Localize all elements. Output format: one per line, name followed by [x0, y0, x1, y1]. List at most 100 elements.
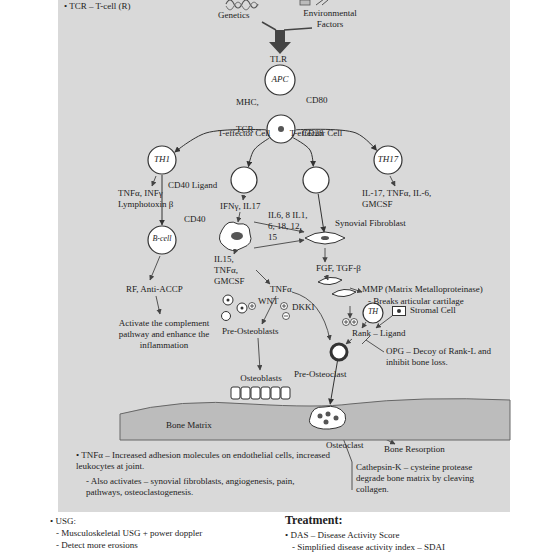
- annotation-text: Rank – Ligand: [352, 328, 406, 339]
- dna-symbol: [226, 2, 258, 10]
- node-outline: [302, 166, 330, 194]
- annotation-text: TNFα: [270, 284, 292, 295]
- node-label: Synovial Fibroblast: [335, 218, 406, 228]
- leader-arrow: [152, 176, 156, 186]
- connector-arrow: [330, 361, 337, 404]
- node-outline: [308, 404, 348, 430]
- plus-sign: [249, 303, 256, 310]
- annotation-text: Treatment:: [285, 513, 343, 527]
- leader-arrow: [350, 306, 351, 318]
- node-label: Osteoblasts: [230, 373, 292, 383]
- node-label: B-cell: [147, 234, 177, 243]
- annotation-text: • TCR – T-cell (R): [64, 1, 131, 12]
- leader-arrow: [350, 288, 362, 292]
- node-label: Pre-Osteoclast: [294, 369, 346, 379]
- node-label: TH1: [147, 154, 177, 164]
- environment-icon: [316, 0, 328, 5]
- osteoblast-cells: Osteoblasts: [230, 386, 292, 400]
- bone-band: [120, 399, 510, 440]
- leader-arrow: [243, 195, 244, 200]
- node-label: APC: [264, 74, 296, 84]
- leader-arrow: [238, 212, 240, 222]
- leader-arrow: [150, 256, 160, 280]
- leader-arrow: [362, 322, 366, 328]
- connector-arrow: [175, 129, 266, 152]
- th17-cell: TH17: [373, 145, 403, 175]
- cell-nucleus: [278, 126, 284, 132]
- leader-arrow: [390, 176, 395, 186]
- thick-arrow: [269, 30, 291, 54]
- t-effector-cell: T-effector Cell: [302, 166, 330, 194]
- osteoclast-nucleus: [324, 420, 329, 425]
- b-cell: B-cell: [147, 225, 177, 255]
- annotation-text: IL-17, TNFα, IL-6, GMCSF: [362, 188, 436, 210]
- t-effector-cell: T-effector Cell: [230, 166, 258, 194]
- osteoblast-cell: [241, 387, 250, 399]
- node-label: TH17: [373, 154, 403, 164]
- leader-arrow: [156, 296, 160, 314]
- connector-arrow: [293, 138, 313, 166]
- node-label: TH: [362, 307, 384, 316]
- macrophage-cell: [219, 222, 251, 251]
- cell-outline: [374, 146, 402, 174]
- connector-arrow: [248, 138, 269, 167]
- leader-arrow: [326, 275, 328, 280]
- fibroblast-cell: [318, 277, 342, 284]
- node-outline: [230, 386, 292, 400]
- node-label: Bone Matrix: [166, 420, 212, 430]
- annotation-text: - Detect more erosions: [56, 540, 138, 551]
- annotation-text: Cathepsin-K – cysteine protease degrade …: [356, 462, 490, 494]
- connector-arrow: [318, 194, 324, 232]
- leader-arrow: [258, 338, 260, 370]
- annotation-text: Genetics: [218, 10, 250, 21]
- stromal-outline: [393, 307, 406, 316]
- annotation-text: - Simplified disease activity index – SD…: [292, 542, 445, 553]
- plus-sign: [351, 319, 358, 326]
- plus-sign: [343, 319, 350, 326]
- cell-outline: [231, 167, 257, 193]
- annotation-text: WNT: [258, 296, 279, 307]
- annotation-text: - Breaks articular cartilage: [368, 296, 464, 307]
- stromal-cell: Stromal Cell: [392, 306, 406, 316]
- annotation-text: • USG:: [50, 516, 76, 527]
- cell-outline: [303, 167, 329, 193]
- plus-sign: [352, 320, 356, 324]
- edge-label: CD40 Ligand: [168, 180, 217, 191]
- annotation-text: CD40: [184, 214, 206, 225]
- osteoclast-nucleus: [334, 416, 339, 421]
- annotation-text: IL6, 8 IL1, 6, 18, 12, 15: [268, 210, 310, 242]
- annotation-text: Pre-Osteoblasts: [222, 326, 279, 337]
- node-outline: [330, 343, 348, 361]
- connector-arrow: [296, 129, 377, 150]
- node-label: T-effector Cell: [204, 128, 284, 138]
- annotation-text: Environmental Factors: [298, 8, 362, 30]
- inhibition-line: [362, 336, 384, 352]
- osteoblast-cell: [251, 387, 260, 399]
- plus-sign: [282, 304, 286, 308]
- osteoclast-nucleus: [318, 414, 323, 419]
- fibroblast-outline: [305, 232, 345, 244]
- node-outline: [305, 232, 345, 244]
- annotation-text: - Also activates – synovial fibroblasts,…: [86, 476, 296, 498]
- annotation-text: OPG – Decoy of Rank-L and inhibit bone l…: [386, 346, 498, 368]
- cytokine-cell: [222, 312, 231, 321]
- annotation-text: FGF, TGF-β: [316, 263, 361, 274]
- osteoblast-cell: [231, 387, 240, 399]
- osteoclast-cell: Osteoclast: [308, 404, 348, 430]
- annotation-text: MHC,: [236, 97, 259, 108]
- cell-outline: [148, 146, 176, 174]
- annotation-text: RF, Anti-ACCP: [126, 284, 183, 295]
- annotation-text: CD80: [306, 95, 328, 106]
- apc-cell: APC: [264, 64, 296, 96]
- plus-sign: [250, 304, 254, 308]
- minus-sign: [284, 316, 288, 317]
- background-panel: [58, 0, 510, 512]
- annotation-text: Activate the complement pathway and enha…: [104, 318, 224, 350]
- cell-nucleus: [397, 309, 401, 313]
- osteoclast-nucleus: [326, 412, 331, 417]
- cell-nucleus: [321, 236, 329, 240]
- osteoblast-cell: [261, 387, 270, 399]
